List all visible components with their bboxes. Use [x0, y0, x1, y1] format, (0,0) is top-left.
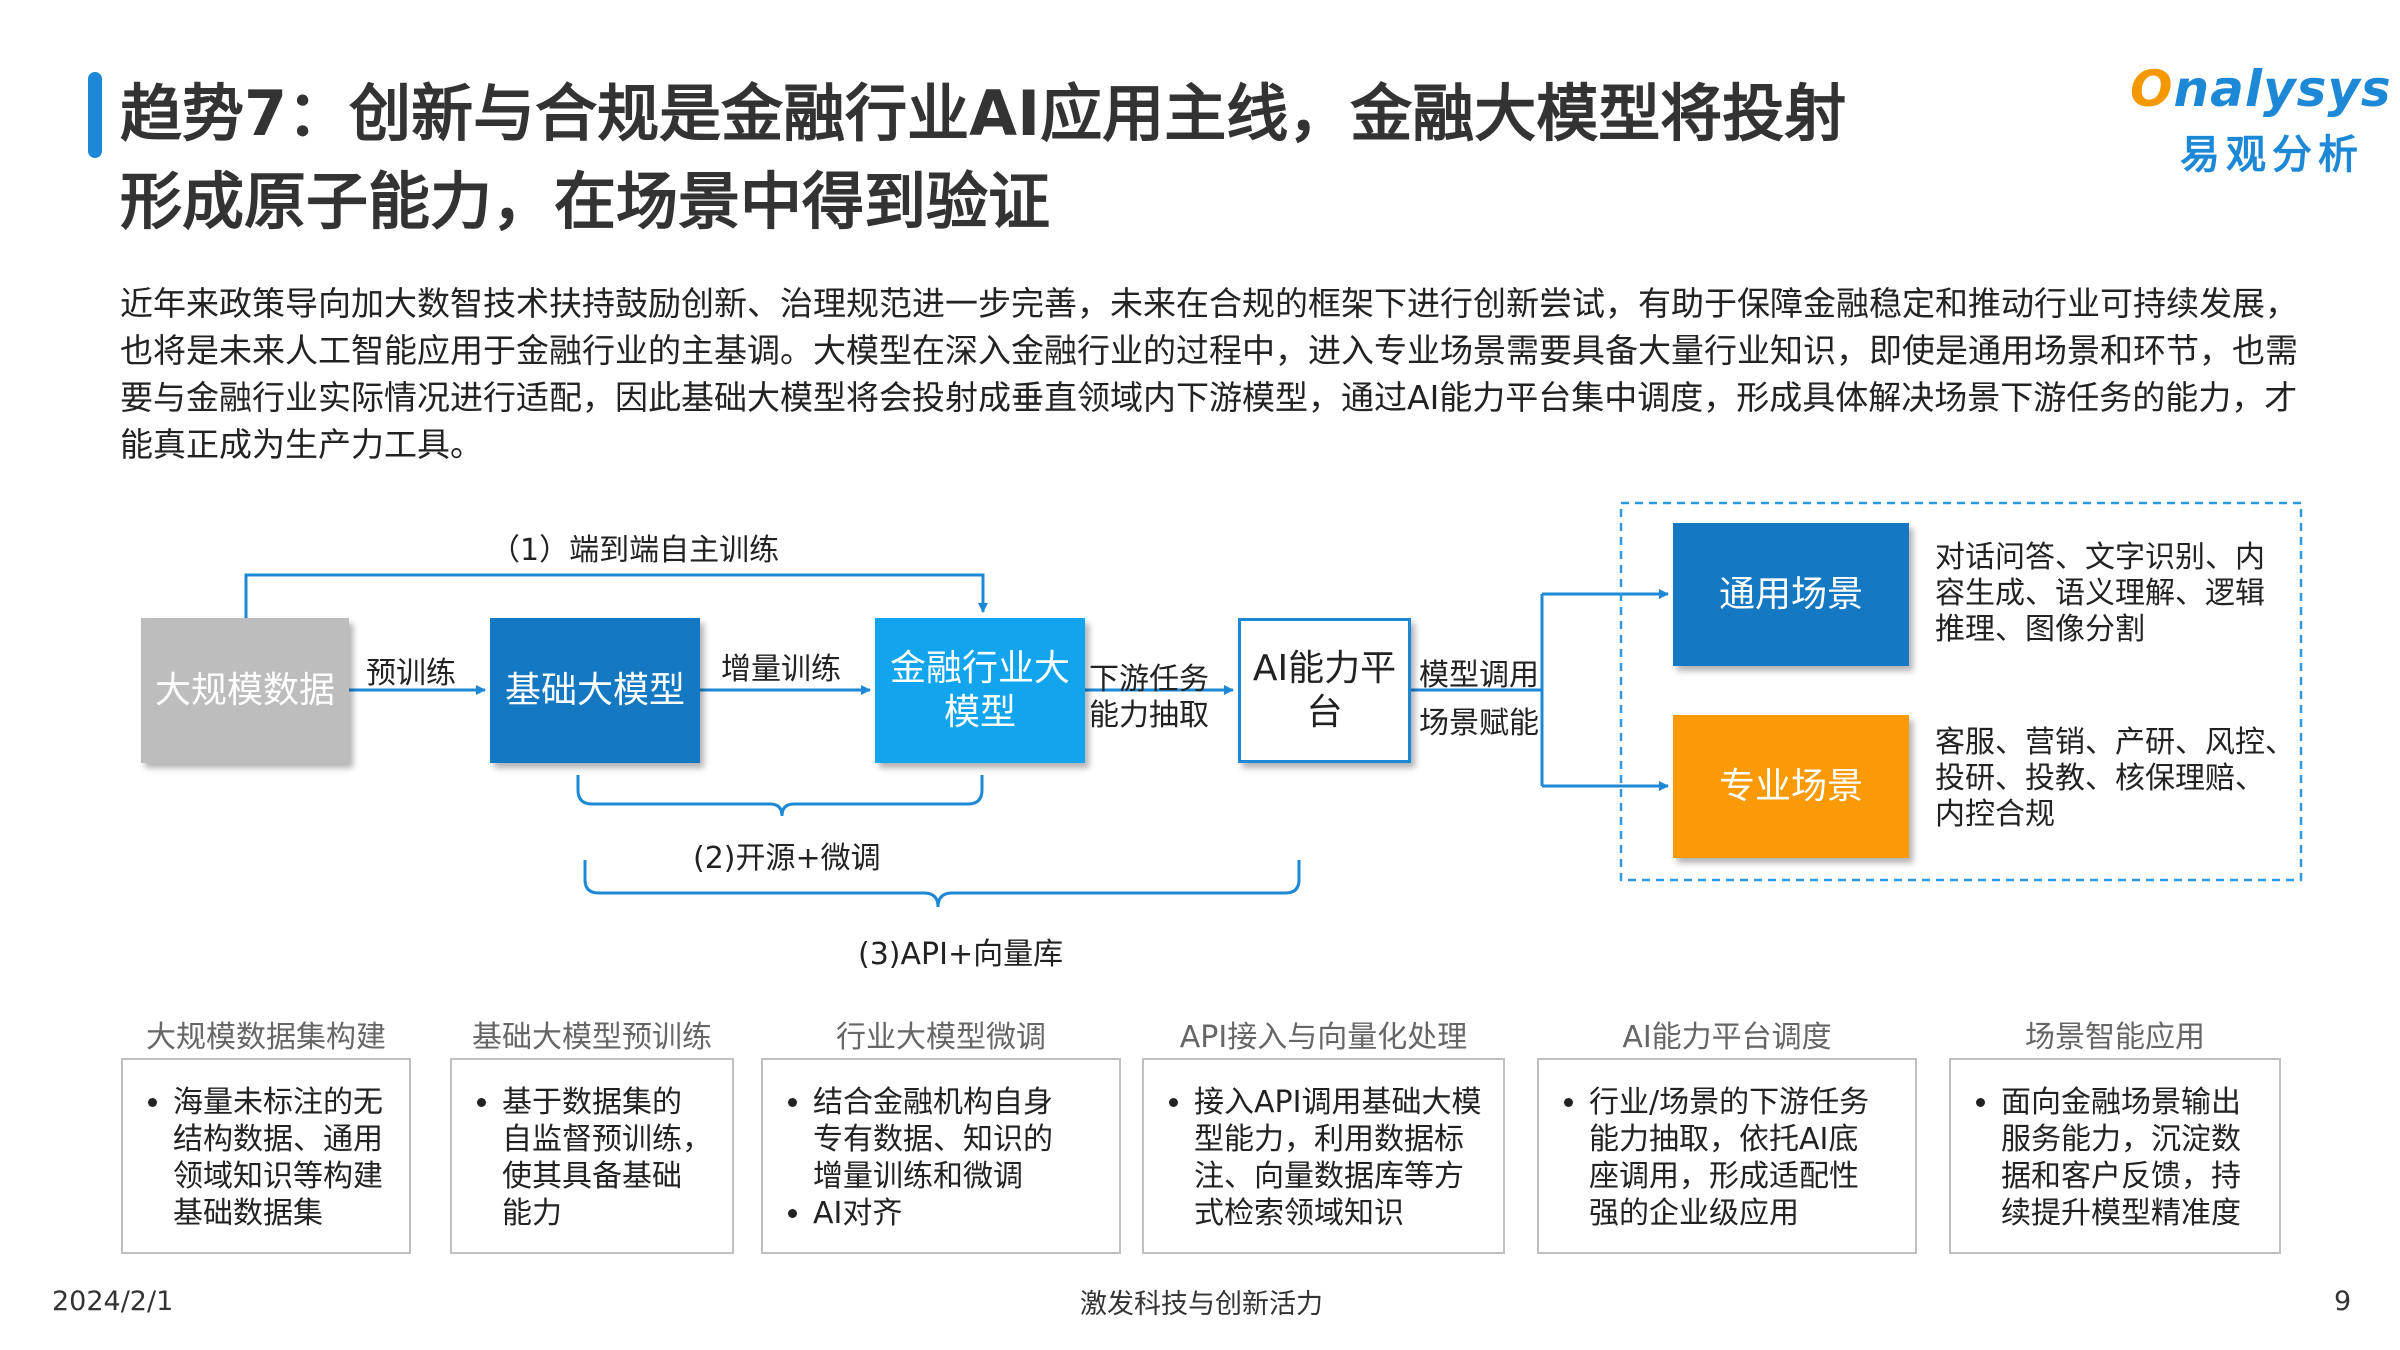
bullet-line: 基于数据集的: [502, 1085, 682, 1120]
label-model-call: 模型调用: [1419, 658, 1539, 693]
footer-date: 2024/2/1: [52, 1286, 174, 1317]
bullet-line: 注、向量数据库等方: [1194, 1159, 1464, 1194]
bullet-line: 式检索领域知识: [1194, 1196, 1404, 1231]
stage-bullet: 行业/场景的下游任务 能力抽取，依托AI底 座调用，形成适配性 强的企业级应用: [1589, 1084, 1905, 1232]
professional-scene-desc: 客服、营销、产研、风控、 投研、投教、核保理赔、 内控合规: [1935, 725, 2295, 833]
stage-bullet: 海量未标注的无 结构数据、通用 领域知识等构建 基础数据集: [173, 1084, 399, 1232]
brace-api: [583, 860, 1301, 908]
stage-card-5: 行业/场景的下游任务 能力抽取，依托AI底 座调用，形成适配性 强的企业级应用: [1537, 1058, 1917, 1254]
brand-logo: Onalysys: [2130, 60, 2392, 118]
stage-title-4: API接入与向量化处理: [1179, 1020, 1468, 1055]
stage-bullet: 面向金融场景输出 服务能力，沉淀数 据和客户反馈，持 续提升模型精准度: [2001, 1084, 2269, 1232]
stage-title-1: 大规模数据集构建: [146, 1020, 386, 1055]
node-fin-model: 金融行业大模型: [875, 618, 1085, 763]
split-lines: [1411, 592, 1665, 788]
stage-bullet: 基于数据集的 自监督预训练， 使其具备基础 能力: [502, 1084, 722, 1232]
intro-paragraph: 近年来政策导向加大数智技术扶持鼓励创新、治理规范进一步完善，未来在合规的框架下进…: [120, 284, 2298, 464]
logo-rest: nalysys: [2173, 60, 2392, 118]
general-desc-line: 推理、图像分割: [1935, 612, 2145, 647]
bullet-line: 座调用，形成适配性: [1589, 1159, 1859, 1194]
label-scene-enable: 场景赋能: [1419, 706, 1539, 741]
bullet-line: 型能力，利用数据标: [1194, 1122, 1464, 1157]
stage-title-2: 基础大模型预训练: [472, 1020, 712, 1055]
brace-opensource: [576, 775, 984, 817]
stage-title-3: 行业大模型微调: [836, 1020, 1046, 1055]
bullet-line: 强的企业级应用: [1589, 1196, 1799, 1231]
general-desc-line: 对话问答、文字识别、内: [1935, 540, 2265, 575]
bullet-line: 结合金融机构自身: [813, 1085, 1053, 1120]
bullet-line: 据和客户反馈，持: [2001, 1159, 2241, 1194]
stage-card-6: 面向金融场景输出 服务能力，沉淀数 据和客户反馈，持 续提升模型精准度: [1949, 1058, 2281, 1254]
page-title: 趋势7：创新与合规是金融行业AI应用主线，金融大模型将投射 形成原子能力，在场景…: [120, 70, 2060, 246]
stage-bullet: 接入API调用基础大模 型能力，利用数据标 注、向量数据库等方 式检索领域知识: [1194, 1084, 1493, 1232]
bullet-line: 结构数据、通用: [173, 1122, 383, 1157]
stage-card-1: 海量未标注的无 结构数据、通用 领域知识等构建 基础数据集: [121, 1058, 411, 1254]
bullet-line: 使其具备基础: [502, 1159, 682, 1194]
title-line-2: 形成原子能力，在场景中得到验证: [120, 165, 1051, 238]
bullet-line: 海量未标注的无: [173, 1085, 383, 1120]
stage-title-5: AI能力平台调度: [1622, 1020, 1832, 1055]
logo-o: O: [2130, 60, 2174, 118]
bullet-line: 面向金融场景输出: [2001, 1085, 2241, 1120]
label-incremental: 增量训练: [721, 652, 841, 687]
bullet-line: 服务能力，沉淀数: [2001, 1122, 2241, 1157]
bullet-line: 接入API调用基础大模: [1194, 1085, 1482, 1120]
bullet-line: 行业/场景的下游任务: [1589, 1085, 1870, 1120]
bullet-line: 增量训练和微调: [813, 1159, 1023, 1194]
label-downstream-1: 下游任务: [1089, 662, 1209, 697]
node-general-scene: 通用场景: [1673, 523, 1909, 666]
stage-title-6: 场景智能应用: [2025, 1020, 2205, 1055]
label-downstream-2: 能力抽取: [1089, 698, 1209, 733]
stage-card-2: 基于数据集的 自监督预训练， 使其具备基础 能力: [450, 1058, 734, 1254]
bullet-line: 基础数据集: [173, 1196, 323, 1231]
general-desc-line: 容生成、语义理解、逻辑: [1935, 576, 2265, 611]
page-number: 9: [2334, 1286, 2352, 1317]
bullet-line: 能力抽取，依托AI底: [1589, 1122, 1859, 1157]
footer-slogan: 激发科技与创新活力: [1080, 1289, 1323, 1320]
title-accent-bar: [88, 72, 102, 158]
stage-card-4: 接入API调用基础大模 型能力，利用数据标 注、向量数据库等方 式检索领域知识: [1142, 1058, 1505, 1254]
title-line-1: 趋势7：创新与合规是金融行业AI应用主线，金融大模型将投射: [120, 77, 1847, 150]
bullet-line: 能力: [502, 1196, 562, 1231]
stage-card-3: 结合金融机构自身 专有数据、知识的 增量训练和微调 AI对齐: [761, 1058, 1121, 1254]
node-large-data: 大规模数据: [141, 618, 349, 763]
bullet-line: 领域知识等构建: [173, 1159, 383, 1194]
path1-arrow: [244, 573, 988, 618]
general-scene-desc: 对话问答、文字识别、内 容生成、语义理解、逻辑 推理、图像分割: [1935, 540, 2265, 648]
bullet-line: 专有数据、知识的: [813, 1122, 1053, 1157]
bullet-line: 自监督预训练，: [502, 1122, 712, 1157]
stage-bullet: AI对齐: [813, 1195, 1109, 1232]
scenario-frame: [1619, 501, 2303, 882]
label-path2: (2)开源+微调: [693, 841, 881, 876]
professional-desc-line: 投研、投教、核保理赔、: [1935, 761, 2265, 796]
label-path1: （1）端到端自主训练: [490, 533, 780, 568]
label-path3: (3)API+向量库: [858, 937, 1064, 972]
professional-desc-line: 客服、营销、产研、风控、: [1935, 725, 2295, 760]
node-ai-platform: AI能力平台: [1238, 618, 1411, 763]
brand-logo-cn: 易观分析: [2180, 132, 2364, 178]
label-pretrain: 预训练: [366, 656, 456, 691]
node-base-model: 基础大模型: [490, 618, 700, 763]
professional-desc-line: 内控合规: [1935, 797, 2055, 832]
stage-bullet: 结合金融机构自身 专有数据、知识的 增量训练和微调: [813, 1084, 1109, 1195]
bullet-line: 续提升模型精准度: [2001, 1196, 2241, 1231]
node-professional-scene: 专业场景: [1673, 715, 1909, 858]
bullet-line: AI对齐: [813, 1196, 903, 1231]
